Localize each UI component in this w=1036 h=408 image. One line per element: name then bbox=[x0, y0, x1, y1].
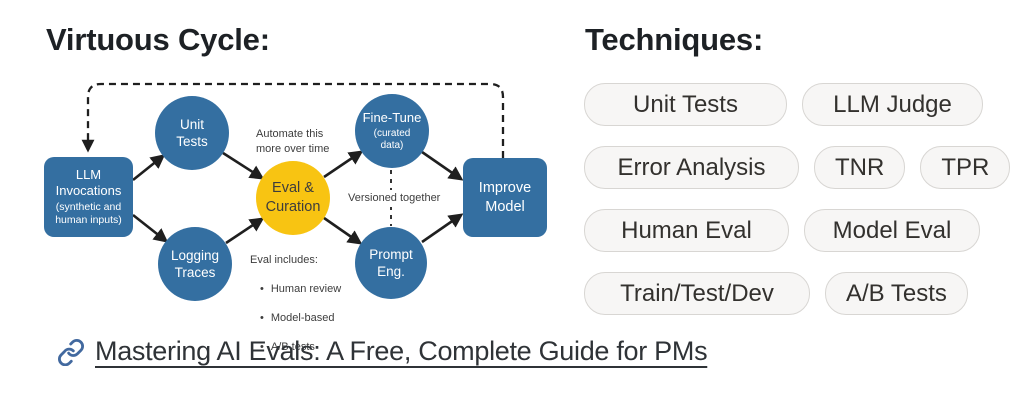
pill-unit-tests: Unit Tests bbox=[584, 83, 787, 126]
node-fine-tune-title: Fine-Tune bbox=[362, 110, 422, 125]
pill-llm-judge: LLM Judge bbox=[802, 83, 983, 126]
pill-row: Human Eval Model Eval bbox=[584, 209, 1010, 252]
node-unit-tests: Unit Tests bbox=[155, 96, 229, 170]
node-eval-curation: Eval & Curation bbox=[256, 161, 330, 235]
node-logging-traces-label: Logging Traces bbox=[170, 248, 220, 280]
pill-train-test-dev: Train/Test/Dev bbox=[584, 272, 810, 315]
eval-includes-item: • Model-based bbox=[260, 311, 335, 324]
pill-ab-tests: A/B Tests bbox=[825, 272, 968, 315]
bullet-icon: • bbox=[260, 340, 264, 353]
node-logging-traces: Logging Traces bbox=[158, 227, 232, 301]
versioned-together-annotation: Versioned together bbox=[345, 190, 444, 207]
techniques-heading: Techniques: bbox=[585, 22, 764, 57]
feedback-loop-dashed-arrow bbox=[81, 82, 505, 158]
node-llm-subtitle: (synthetic and human inputs) bbox=[55, 200, 122, 227]
pill-tpr: TPR bbox=[920, 146, 1011, 189]
node-fine-tune: Fine-Tune (curated data) bbox=[355, 94, 429, 168]
node-fine-tune-subtitle: (curated data) bbox=[373, 128, 411, 151]
eval-includes-item: • A/B tests bbox=[260, 340, 315, 353]
link-icon[interactable] bbox=[57, 338, 85, 366]
node-llm-title: LLM Invocations bbox=[55, 166, 122, 198]
node-improve-model-label: Improve Model bbox=[478, 179, 532, 215]
eval-includes-annotation: Eval includes: • Human review • Model-ba… bbox=[250, 238, 341, 369]
eval-includes-item: • Human review bbox=[260, 282, 342, 295]
virtuous-cycle-heading: Virtuous Cycle: bbox=[46, 22, 270, 57]
node-eval-curation-label: Eval & Curation bbox=[265, 180, 321, 215]
guide-link-row: Mastering AI Evals: A Free, Complete Gui… bbox=[57, 336, 708, 367]
eval-includes-title: Eval includes: bbox=[250, 253, 318, 266]
techniques-pill-grid: Unit Tests LLM Judge Error Analysis TNR … bbox=[584, 83, 1011, 315]
node-unit-tests-label: Unit Tests bbox=[176, 117, 208, 149]
pill-model-eval: Model Eval bbox=[804, 209, 980, 252]
guide-link[interactable]: Mastering AI Evals: A Free, Complete Gui… bbox=[95, 336, 708, 366]
automate-annotation: Automate this more over time bbox=[256, 128, 330, 155]
pill-human-eval: Human Eval bbox=[584, 209, 789, 252]
bullet-icon: • bbox=[260, 311, 264, 324]
node-prompt-eng-label: Prompt Eng. bbox=[369, 247, 413, 279]
pill-row: Error Analysis TNR TPR bbox=[584, 146, 1011, 189]
pill-row: Train/Test/Dev A/B Tests bbox=[584, 272, 1010, 315]
pill-tnr: TNR bbox=[814, 146, 906, 189]
node-prompt-eng: Prompt Eng. bbox=[355, 227, 427, 299]
solid-arrows bbox=[132, 150, 464, 245]
pill-error-analysis: Error Analysis bbox=[584, 146, 799, 189]
bullet-icon: • bbox=[260, 282, 264, 295]
node-llm-invocations: LLM Invocations (synthetic and human inp… bbox=[44, 157, 133, 237]
pill-row: Unit Tests LLM Judge bbox=[584, 83, 1010, 126]
node-improve-model: Improve Model bbox=[463, 158, 547, 237]
